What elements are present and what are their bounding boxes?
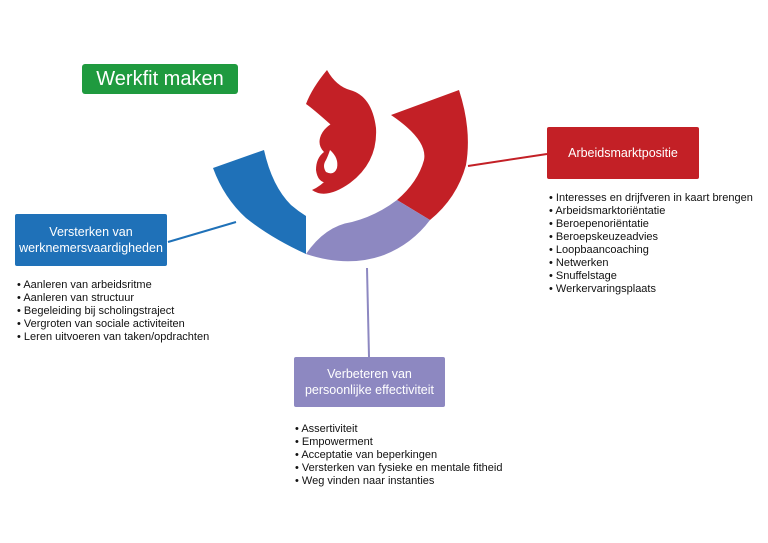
title-badge: Werkfit maken <box>82 64 238 94</box>
werknemersvaardigheden-list: Aanleren van arbeidsritmeAanleren van st… <box>17 279 209 344</box>
connector-blue <box>167 221 237 243</box>
segment-blue <box>213 150 306 254</box>
list-item: Beroepskeuzeadvies <box>549 231 753 244</box>
werknemersvaardigheden-box: Versterken van werknemersvaardigheden <box>15 214 167 266</box>
connector-purple <box>366 267 370 358</box>
list-item: Empowerment <box>295 436 502 449</box>
effectiviteit-box: Verbeteren van persoonlijke effectivitei… <box>294 357 445 407</box>
flame-core <box>324 150 338 174</box>
flame-outer <box>306 70 377 194</box>
list-item: Vergroten van sociale activiteiten <box>17 318 209 331</box>
effectiviteit-title-line1: Verbeteren van <box>327 367 412 381</box>
werknemersvaardigheden-title-line2: werknemersvaardigheden <box>19 241 163 255</box>
list-item: Begeleiding bij scholingstraject <box>17 305 209 318</box>
list-item: Aanleren van arbeidsritme <box>17 279 209 292</box>
list-item: Loopbaancoaching <box>549 244 753 257</box>
werknemersvaardigheden-title-line1: Versterken van <box>49 225 133 239</box>
list-item: Versterken van fysieke en mentale fithei… <box>295 462 503 475</box>
list-item: Netwerken <box>549 257 753 270</box>
connector-red <box>467 153 548 167</box>
arbeidsmarktpositie-title: Arbeidsmarktpositie <box>568 146 678 160</box>
list-item: Interesses en drijfveren in kaart brenge… <box>549 192 753 205</box>
list-item: Acceptatie van beperkingen <box>295 449 502 462</box>
list-item: Aanleren van structuur <box>17 292 209 305</box>
list-item: Werkervaringsplaats <box>549 283 753 296</box>
list-item: Leren uitvoeren van taken/opdrachten <box>17 331 209 344</box>
list-item: Snuffelstage <box>549 270 753 283</box>
effectiviteit-title-line2: persoonlijke effectiviteit <box>304 383 434 397</box>
segment-red <box>391 90 468 220</box>
effectiviteit-list: AssertiviteitEmpowermentAcceptatie van b… <box>295 423 502 488</box>
list-item: Assertiviteit <box>295 423 502 436</box>
arbeidsmarktpositie-list: Interesses en drijfveren in kaart brenge… <box>549 192 753 296</box>
list-item: Beroepenoriëntatie <box>549 218 753 231</box>
arbeidsmarktpositie-box: Arbeidsmarktpositie <box>547 127 699 179</box>
segment-purple <box>306 200 430 262</box>
list-item: Weg vinden naar instanties <box>295 475 502 488</box>
list-item: Arbeidsmarktoriëntatie <box>549 205 753 218</box>
